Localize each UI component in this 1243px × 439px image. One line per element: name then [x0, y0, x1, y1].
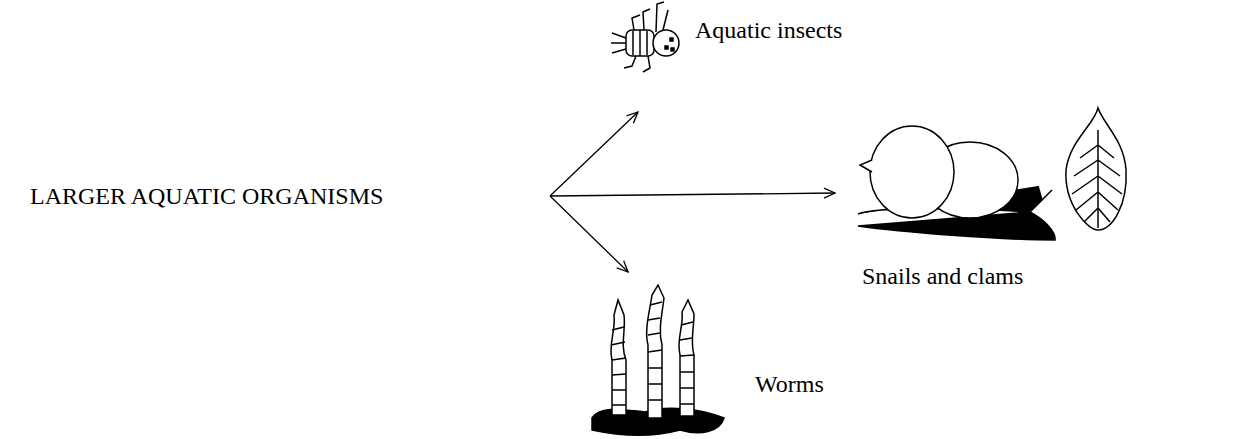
arrow-connector [550, 193, 835, 196]
snails-node: Snails and clams [835, 100, 1135, 295]
snail-figure [858, 126, 1055, 240]
node-label: Aquatic insects [695, 16, 842, 44]
arrow-connector [550, 112, 638, 196]
insect-figure [611, 2, 679, 72]
clam-figure [1066, 108, 1126, 230]
node-label: LARGER AQUATIC ORGANISMS [30, 182, 383, 210]
group-label: LARGER AQUATIC ORGANISMS [28, 180, 550, 212]
worms-figure [592, 285, 724, 435]
arrow-connector [550, 196, 628, 272]
worms-node: Worms [588, 272, 850, 437]
node-label: Worms [755, 370, 824, 398]
node-label: Snails and clams [862, 262, 1023, 290]
insects-node: Aquatic insects [606, 0, 896, 112]
